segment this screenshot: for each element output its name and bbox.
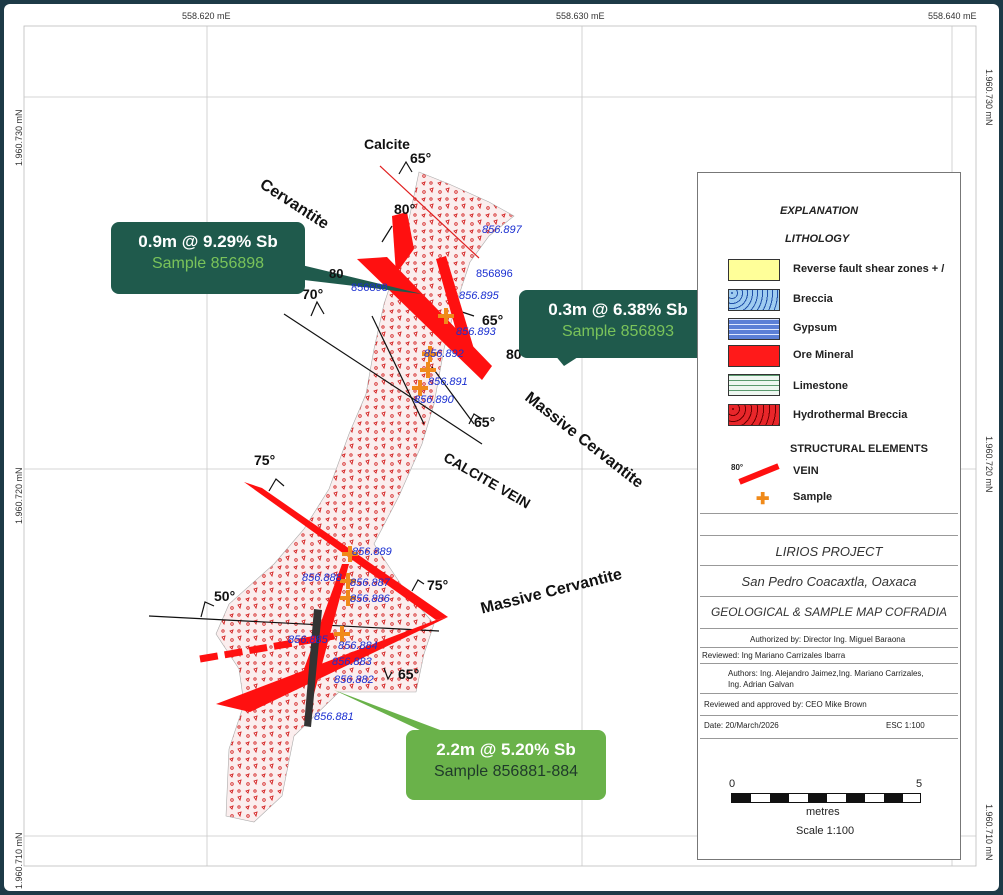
dip-label: 75° (254, 452, 276, 468)
legend-divider (700, 738, 958, 739)
sample-number: 856.881 (314, 711, 354, 723)
callout-sample: Sample 856881-884 (433, 763, 579, 780)
authors: Ing. Adrian Galvan (728, 680, 794, 689)
sample-markers (334, 308, 454, 642)
dip-label: 80° (394, 201, 416, 217)
easting-label: 558.640 mE (928, 11, 977, 21)
grade-callout: 2.2m @ 5.20% Sb Sample 856881-884 (406, 730, 606, 800)
sample-symbol: ✚ (756, 491, 770, 508)
sample-number: 856.887 (350, 577, 390, 589)
legend-divider (700, 535, 958, 536)
calcite-label: Calcite (364, 136, 410, 152)
callout-pointer (289, 262, 422, 294)
scale-zero: 0 (729, 778, 736, 790)
scale-five: 5 (916, 778, 923, 790)
authorized-by: Authorized by: Director Ing. Miguel Bara… (750, 635, 906, 644)
callout-sample: Sample 856898 (151, 255, 265, 272)
authors: Authors: Ing. Alejandro Jaimez,Ing. Mari… (728, 669, 924, 678)
sample-number: 856896 (476, 268, 513, 280)
callout-pointer (334, 690, 464, 739)
project-name: LIRIOS PROJECT (775, 544, 883, 559)
dip-label: 70° (302, 286, 324, 302)
sample-number: 856.885 (288, 634, 328, 646)
dip-label: 65° (410, 150, 432, 166)
legend-divider (700, 693, 958, 694)
scale-text: Scale 1:100 (796, 825, 855, 837)
swatch-ore-mineral (728, 345, 780, 367)
vein-symbol (738, 463, 780, 485)
easting-label: 558.620 mE (182, 11, 231, 21)
legend-divider (700, 565, 958, 566)
legend-divider (700, 596, 958, 597)
dip-label: 65° (398, 666, 420, 682)
dip-label: 65° (474, 414, 496, 430)
callout-grade: 0.9m @ 9.29% Sb (138, 232, 278, 251)
legend-item-label: Ore Mineral (793, 349, 854, 361)
swatch-hydrothermal-breccia (728, 404, 780, 426)
dip-label: 50° (214, 588, 236, 604)
sample-number: 856.890 (414, 394, 454, 406)
easting-label: 558.630 mE (556, 11, 605, 21)
structural-lines (148, 160, 483, 681)
scale-unit: metres (806, 806, 840, 818)
reviewed-by: Reviewed: Ing Mariano Carrizales Ibarra (702, 651, 846, 660)
vein-label: VEIN (793, 465, 819, 477)
map-legend: EXPLANATION LITHOLOGY Reverse fault shea… (697, 172, 961, 860)
sample-number: 856.889 (352, 546, 392, 558)
sample-number: 856.888 (302, 572, 342, 584)
sample-number: 856898 (351, 282, 388, 294)
legend-divider (700, 513, 958, 514)
vein-core (304, 609, 322, 727)
map-esc: ESC 1:100 (886, 721, 925, 730)
map-canvas (23, 25, 977, 867)
sample-number: 856.892 (424, 348, 464, 360)
legend-item-label: Breccia (793, 293, 833, 305)
dip-label: 65° (482, 312, 504, 328)
sample-number: 856.893 (456, 326, 496, 338)
legend-divider (700, 628, 958, 629)
legend-divider (700, 647, 958, 648)
map-date: Date: 20/March/2026 (704, 721, 779, 730)
approved-by: Reviewed and approved by: CEO Mike Brown (704, 700, 867, 709)
legend-title: EXPLANATION (780, 205, 859, 217)
swatch-gypsum (728, 318, 780, 340)
swatch-breccia (728, 289, 780, 311)
legend-item-label: Gypsum (793, 322, 838, 334)
callout-grade: 2.2m @ 5.20% Sb (436, 740, 576, 759)
project-location: San Pedro Coacaxtla, Oaxaca (741, 574, 917, 589)
sample-label: Sample (793, 491, 833, 503)
swatch-shear-zone (728, 259, 780, 281)
sample-number: 856.886 (350, 593, 390, 605)
swatch-limestone (728, 374, 780, 396)
sample-number: 856.891 (428, 376, 468, 388)
grade-callout: 0.9m @ 9.29% Sb Sample 856898 (111, 222, 305, 294)
lithology-heading: LITHOLOGY (785, 233, 850, 245)
dashed-vein (199, 632, 335, 663)
sample-number: 856.884 (338, 640, 378, 652)
legend-item-label: Reverse fault shear zones + / (793, 263, 945, 275)
legend-divider (700, 715, 958, 716)
sample-number: 856.895 (459, 290, 499, 302)
dip-label: 80 (329, 266, 344, 281)
legend-divider (700, 663, 958, 664)
callout-sample: Sample 856893 (561, 323, 675, 340)
dip-label: 75° (427, 577, 449, 593)
scale-bar (731, 793, 921, 803)
sample-number: 856.883 (332, 656, 372, 668)
sample-number: 856.882 (334, 674, 374, 686)
legend-item-label: Limestone (793, 380, 849, 392)
map-frame: 558.620 mE 558.630 mE 558.640 mE 1.960.7… (4, 4, 999, 891)
vein-dip: 80° (731, 463, 744, 472)
sample-number: 856.897 (482, 224, 522, 236)
callout-grade: 0.3m @ 6.38% Sb (548, 300, 688, 319)
grade-callout: 0.3m @ 6.38% Sb Sample 856893 (519, 290, 717, 358)
structural-heading: STRUCTURAL ELEMENTS (790, 443, 928, 455)
legend-item-label: Hydrothermal Breccia (793, 409, 908, 421)
map-title: GEOLOGICAL & SAMPLE MAP COFRADIA (710, 605, 948, 619)
